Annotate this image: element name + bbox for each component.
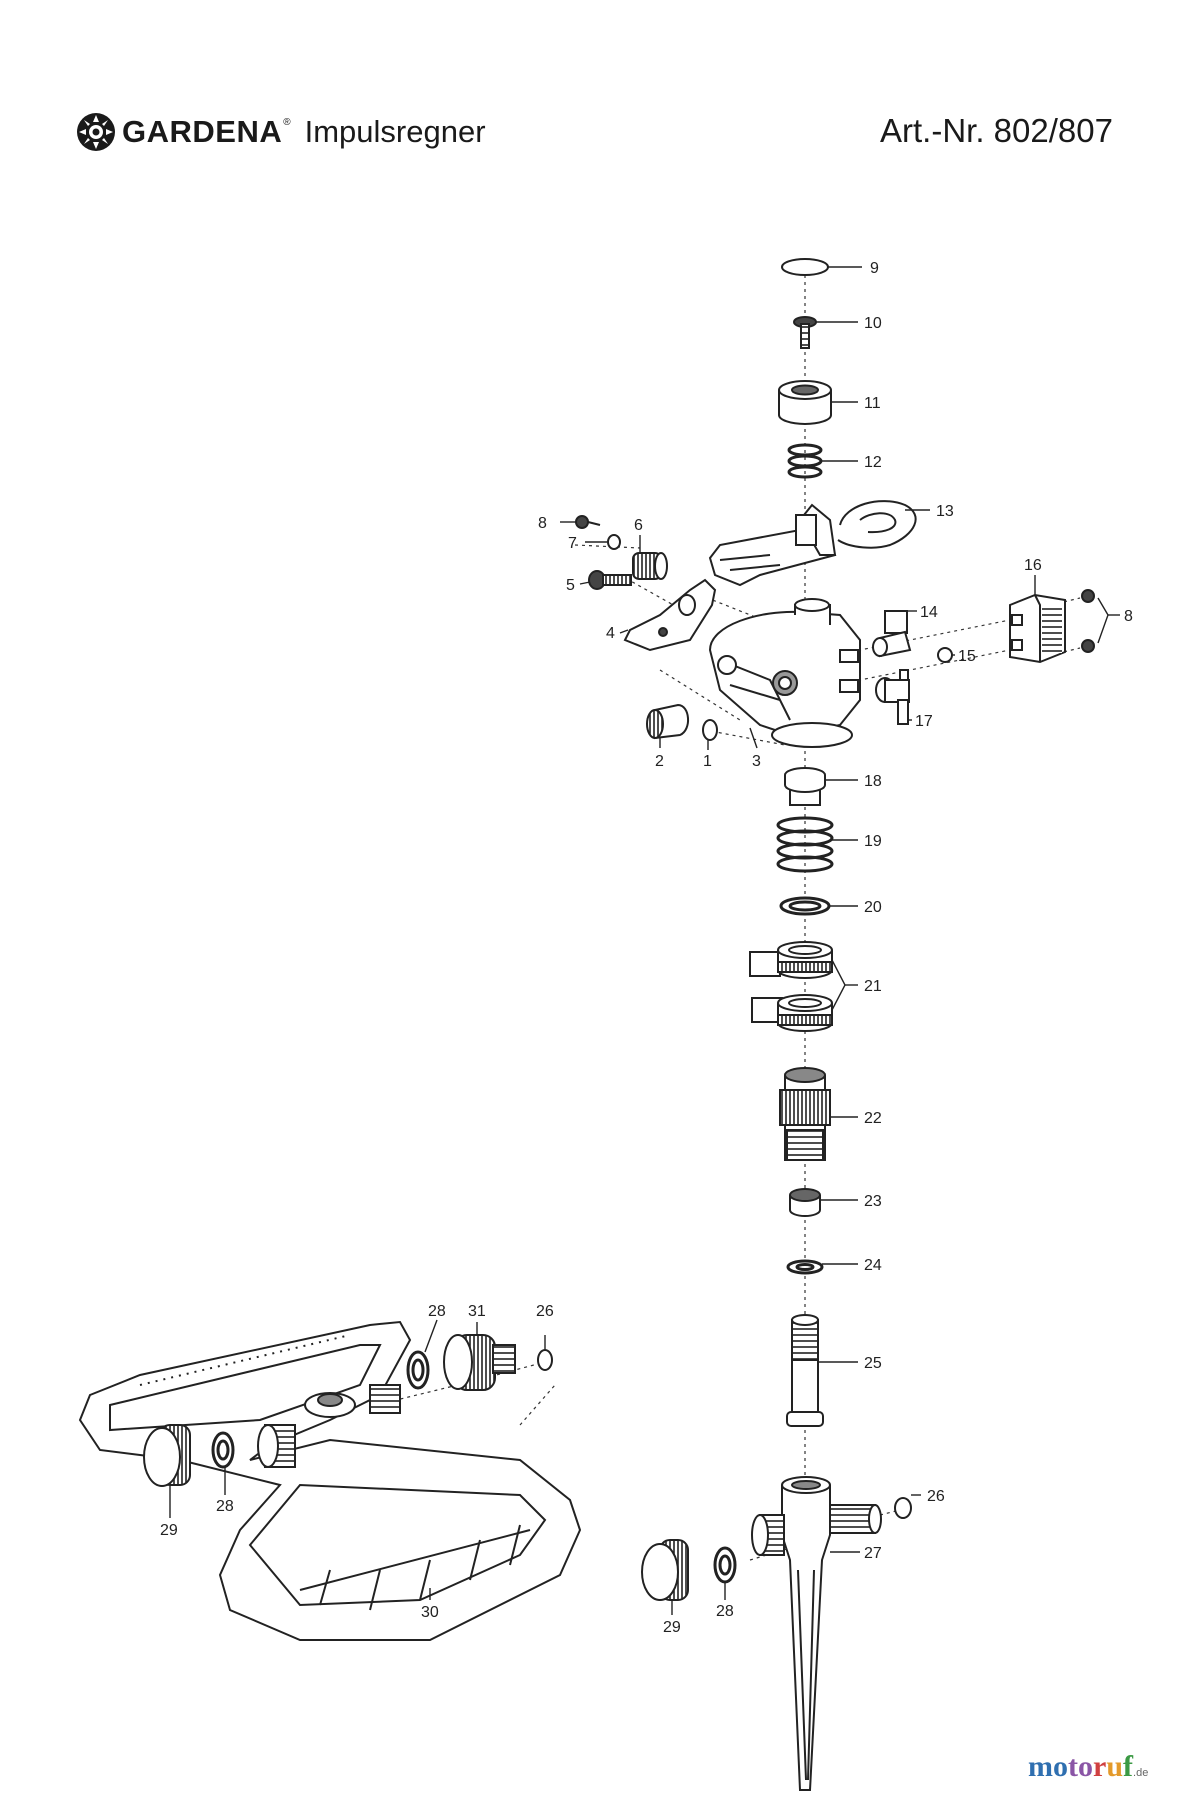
- watermark-tld: .de: [1133, 1767, 1149, 1779]
- callout-14: 14: [920, 604, 938, 621]
- part-14-coupler: [872, 610, 912, 658]
- callout-21: 21: [864, 978, 882, 995]
- callout-28-sled-right: 28: [428, 1303, 446, 1320]
- part-31-connector: [443, 1334, 516, 1391]
- part-28-washer-sled-right: [406, 1350, 430, 1390]
- callout-13: 13: [936, 503, 954, 520]
- callout-5: 5: [566, 577, 575, 594]
- part-4-bracket: [623, 578, 717, 652]
- leader-lines: [169, 266, 1120, 1615]
- gardena-logo-icon: [77, 113, 115, 151]
- callout-3: 3: [752, 753, 761, 770]
- callout-16: 16: [1024, 557, 1042, 574]
- callout-22: 22: [864, 1110, 882, 1127]
- part-27-spike-base: [751, 1476, 882, 1791]
- part-11-weight: [778, 380, 832, 425]
- part-25-riser-tube: [786, 1314, 824, 1427]
- header: GARDENA® Impulsregner Art.-Nr. 802/807: [0, 0, 1197, 200]
- part-10-screw: [793, 316, 817, 349]
- callout-2: 2: [655, 753, 664, 770]
- callout-29-sled: 29: [160, 1522, 178, 1539]
- part-8-screw-left: [575, 515, 601, 529]
- part-21-collars: [749, 941, 833, 1032]
- brand-name: GARDENA: [122, 114, 283, 149]
- part-23-nut: [789, 1188, 821, 1217]
- part-29-cap-sled: [143, 1424, 191, 1487]
- part-28-washer-spike: [713, 1546, 737, 1584]
- brand: GARDENA® Impulsregner: [76, 112, 486, 152]
- part-9-seal: [781, 258, 829, 276]
- part-28-washer-sled-left: [211, 1431, 235, 1469]
- callout-28-sled-left: 28: [216, 1498, 234, 1515]
- part-24-washer: [786, 1259, 824, 1275]
- callout-9: 9: [870, 260, 879, 277]
- part-22-adapter: [779, 1067, 831, 1161]
- watermark-part-4: u: [1106, 1750, 1124, 1783]
- part-16-deflector: [1009, 593, 1066, 664]
- callout-1: 1: [703, 753, 712, 770]
- product-name: Impulsregner: [304, 114, 486, 149]
- part-19-spring: [776, 816, 834, 873]
- watermark-part-3: r: [1093, 1750, 1107, 1783]
- callout-10: 10: [864, 315, 882, 332]
- callout-20: 20: [864, 899, 882, 916]
- part-6-nut: [632, 552, 668, 580]
- callout-19: 19: [864, 833, 882, 850]
- part-3-housing: [708, 598, 861, 748]
- callout-26-sled: 26: [536, 1303, 554, 1320]
- watermark-part-5: f: [1123, 1750, 1134, 1783]
- part-26-seal-sled: [537, 1349, 553, 1371]
- callout-18: 18: [864, 773, 882, 790]
- callout-6: 6: [634, 517, 643, 534]
- part-2-nozzle: [646, 703, 689, 740]
- article-number: Art.-Nr. 802/807: [880, 112, 1113, 149]
- part-15-clip: [937, 647, 953, 663]
- callout-12: 12: [864, 454, 882, 471]
- part-29-cap-spike: [641, 1539, 689, 1601]
- part-8-screws-right: [1081, 589, 1095, 653]
- part-5-screw: [588, 570, 632, 590]
- callout-29-spike: 29: [663, 1619, 681, 1636]
- watermark-part-2: to: [1068, 1750, 1093, 1783]
- brand-reg: ®: [283, 116, 291, 128]
- part-26-seal-spike: [894, 1497, 912, 1519]
- callout-26-spike: 26: [927, 1488, 945, 1505]
- callout-15: 15: [958, 648, 976, 665]
- part-20-ring: [779, 896, 831, 916]
- callout-8-right: 8: [1124, 608, 1133, 625]
- callout-11: 11: [864, 395, 881, 412]
- part-17-valve: [875, 669, 910, 725]
- part-7-washer: [607, 534, 621, 550]
- part-13-impulse-arm: [708, 500, 917, 587]
- part-callouts: 9 10 11 12 13 8 7 6 5 4 16 14 15 17 8 2 …: [160, 260, 1133, 1636]
- watermark-logo: motoruf.de: [1028, 1750, 1148, 1784]
- part-1-seal: [702, 719, 718, 741]
- callout-4: 4: [606, 625, 615, 642]
- callout-7: 7: [568, 535, 577, 552]
- callout-25: 25: [864, 1355, 882, 1372]
- callout-31: 31: [468, 1303, 486, 1320]
- callout-17: 17: [915, 713, 933, 730]
- part-18-bushing: [784, 767, 826, 806]
- callout-27: 27: [864, 1545, 882, 1562]
- callout-28-spike: 28: [716, 1603, 734, 1620]
- part-30-sled-base: [78, 1320, 582, 1641]
- callout-8-left: 8: [538, 515, 547, 532]
- callout-30: 30: [421, 1604, 439, 1621]
- callout-23: 23: [864, 1193, 882, 1210]
- callout-24: 24: [864, 1257, 882, 1274]
- watermark-part-1: mo: [1028, 1750, 1068, 1783]
